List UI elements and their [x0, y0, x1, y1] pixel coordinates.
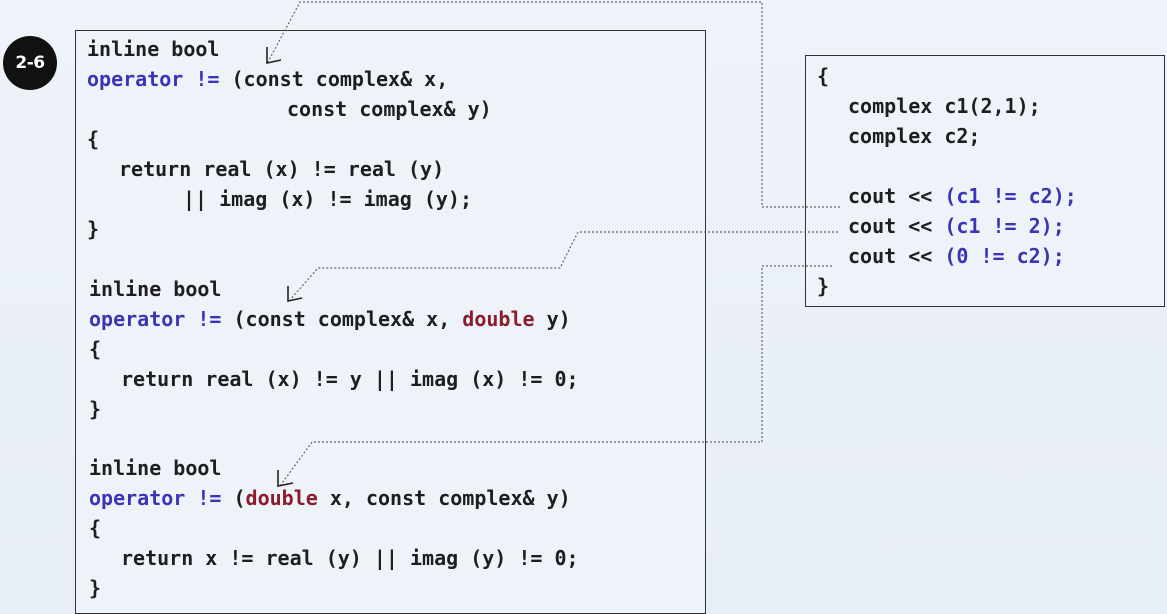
arrowhead-op1 — [266, 47, 282, 64]
op1-body-line2: || imag (x) != imag (y); — [183, 187, 472, 211]
usage-example-box — [805, 55, 1165, 307]
op2-body-line1: return real (x) != y || imag (x) != 0; — [121, 367, 579, 391]
op3-close-brace: } — [89, 576, 102, 600]
op1-params-b: const complex& y) — [287, 97, 492, 121]
operator-keyword: operator != — [89, 307, 222, 331]
connector-line-op3 — [279, 265, 832, 487]
operator-keyword: operator != — [87, 67, 220, 91]
op3-paren: ( — [221, 486, 246, 510]
connector-line-op2 — [289, 231, 838, 301]
usage-decl-c2: complex c2; — [848, 124, 981, 148]
operator-keyword: operator != — [89, 486, 222, 510]
op1-close-brace: } — [87, 217, 100, 241]
cout-prefix: cout << — [848, 184, 945, 208]
op1-params-a: (const complex& x, — [219, 67, 449, 91]
op3-body-line1: return x != real (y) || imag (y) != 0; — [121, 546, 579, 570]
usage-open-brace: { — [817, 64, 830, 88]
op3-open-brace: { — [89, 516, 102, 540]
cout-expression: (0 != c2); — [944, 244, 1065, 268]
double-keyword: double — [245, 486, 318, 510]
usage-close-brace: } — [817, 274, 830, 298]
op3-signature-line: inline bool — [89, 456, 222, 480]
op1-body-line1: return real (x) != real (y) — [119, 157, 445, 181]
arrowhead-op2 — [287, 286, 303, 302]
cout-expression: (c1 != 2); — [944, 214, 1065, 238]
op2-open-brace: { — [89, 337, 102, 361]
cout-expression: (c1 != c2); — [944, 184, 1077, 208]
op2-params-a: (const complex& x, — [221, 307, 463, 331]
double-keyword: double — [462, 307, 535, 331]
op2-close-brace: } — [89, 397, 102, 421]
op2-operator-line: operator != (const complex& x, double y) — [89, 304, 571, 334]
connector-line-op1 — [267, 1, 840, 208]
op2-params-b: y) — [534, 307, 571, 331]
op1-signature-line: inline bool — [87, 37, 220, 61]
cout-prefix: cout << — [848, 214, 945, 238]
cout-prefix: cout << — [848, 244, 945, 268]
usage-cout-complex-double: cout << (c1 != 2); — [848, 211, 1065, 241]
op1-operator-line: operator != (const complex& x, — [87, 64, 448, 94]
op1-open-brace: { — [87, 127, 100, 151]
op3-operator-line: operator != (double x, const complex& y) — [89, 483, 571, 513]
usage-decl-c1: complex c1(2,1); — [848, 94, 1041, 118]
op2-signature-line: inline bool — [89, 277, 222, 301]
arrowhead-op3 — [277, 470, 294, 487]
op3-params-b: x, const complex& y) — [317, 486, 571, 510]
usage-cout-double-complex: cout << (0 != c2); — [848, 241, 1065, 271]
step-badge: 2-6 — [3, 36, 57, 90]
operator-definitions-box — [75, 30, 706, 614]
usage-cout-complex-complex: cout << (c1 != c2); — [848, 181, 1077, 211]
